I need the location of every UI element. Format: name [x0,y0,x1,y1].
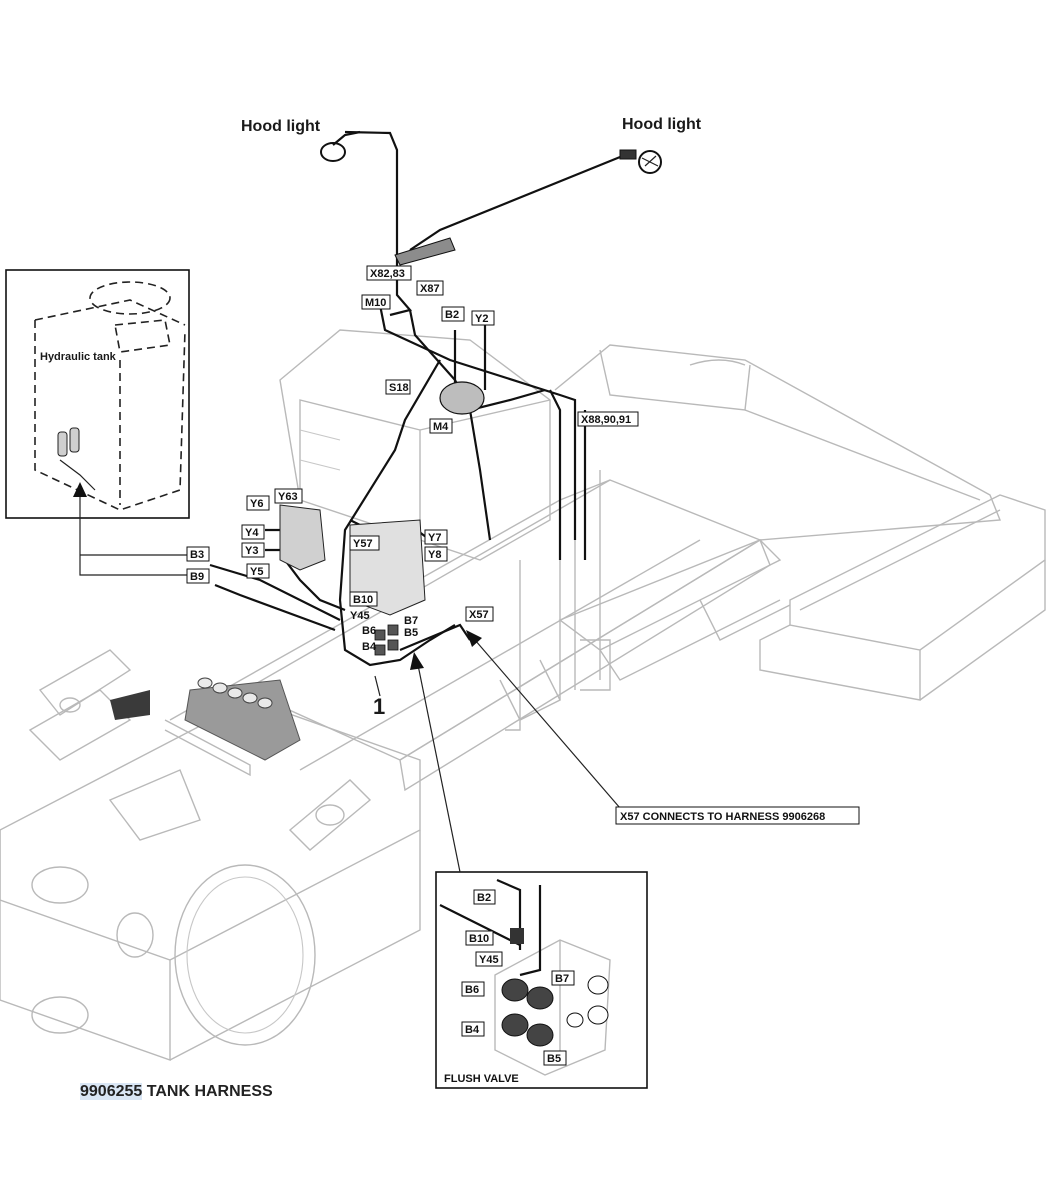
machine-frame [0,329,1046,1061]
inset-tag-b10: B10 [469,933,489,945]
inset-tag-y45: Y45 [479,954,499,966]
tag-x82-83: X82,83 [370,268,405,280]
tag-b10: B10 [353,594,373,606]
tag-b6: B6 [362,625,376,637]
flush-valve-label: FLUSH VALVE [444,1073,519,1085]
tag-y45: Y45 [350,610,370,622]
connector-tags: X82,83 M10 X87 B2 Y2 S18 M4 X88,90,91 Y6… [186,265,639,653]
wiring-harness [73,130,662,873]
tag-y3: Y3 [245,545,258,557]
tag-m10: M10 [365,297,386,309]
tag-s18: S18 [389,382,409,394]
tag-b4: B4 [362,641,377,653]
tag-b5: B5 [404,627,418,639]
callout-1: 1 [373,694,385,719]
tag-m4: M4 [433,421,449,433]
flush-valve-inset [435,871,648,1089]
hydraulic-tank-label: Hydraulic tank [40,351,117,363]
inset-tag-b5: B5 [547,1053,561,1065]
x57-note-box [615,806,860,825]
tag-y8: Y8 [428,549,441,561]
tag-b3: B3 [190,549,204,561]
inset-tag-b2: B2 [477,892,491,904]
part-number: 9906255 [80,1083,143,1100]
hood-light-left-label: Hood light [241,118,321,135]
flush-valve-tags: B2 B10 Y45 B7 B6 B4 B5 [461,889,575,1066]
tag-x87: X87 [420,283,440,295]
tag-b9: B9 [190,571,204,583]
tag-y5: Y5 [250,566,263,578]
diagram-caption: 9906255 TANK HARNESS [80,1083,273,1101]
inset-tag-b7: B7 [555,973,569,985]
hydraulic-tank-inset: Hydraulic tank [5,269,190,519]
x57-note: X57 CONNECTS TO HARNESS 9906268 [620,811,825,823]
tag-y6: Y6 [250,498,263,510]
tag-x88-90-91: X88,90,91 [581,414,631,426]
tag-y2: Y2 [475,313,488,325]
inset-tag-b4: B4 [465,1024,480,1036]
caption-title: TANK HARNESS [142,1083,273,1100]
tag-y57: Y57 [353,538,373,550]
inset-tag-b6: B6 [465,984,479,996]
tag-b2: B2 [445,309,459,321]
hood-light-right-label: Hood light [622,116,702,133]
tag-y63: Y63 [278,491,298,503]
tag-b7: B7 [404,615,418,627]
tag-y4: Y4 [245,527,259,539]
tag-x57: X57 [469,609,489,621]
tag-y7: Y7 [428,532,441,544]
